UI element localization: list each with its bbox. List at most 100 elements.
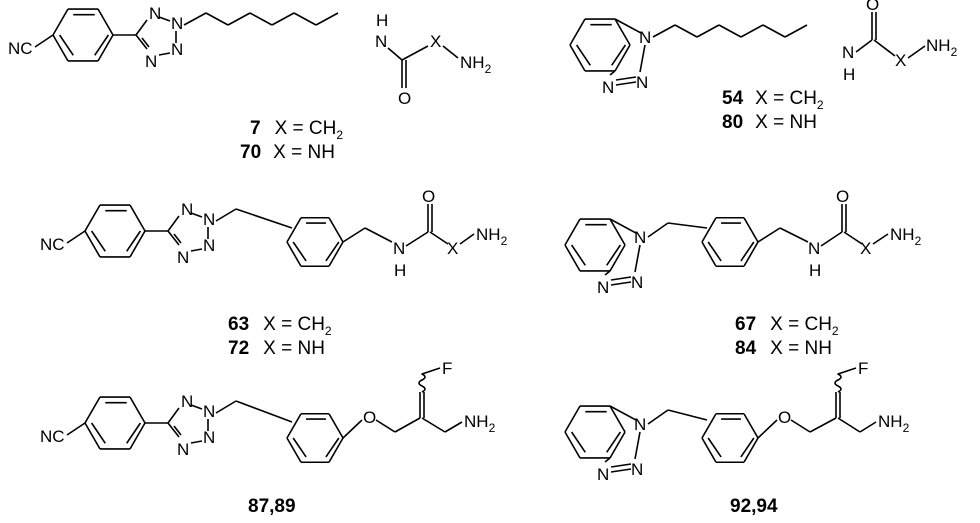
- atom-label: N: [203, 236, 215, 255]
- svg-text:63X = CH2: 63X = CH2: [228, 314, 332, 338]
- bond: [740, 24, 764, 38]
- bond: [809, 417, 837, 433]
- atom-label: N: [639, 28, 651, 47]
- bond: [564, 431, 581, 459]
- bond: [135, 19, 148, 36]
- bond: [292, 437, 307, 458]
- bond: [286, 217, 302, 243]
- svg-text:80X = NH: 80X = NH: [722, 112, 817, 133]
- bond: [235, 208, 293, 229]
- bond: [94, 34, 110, 56]
- bond: [167, 215, 180, 232]
- bond: [614, 44, 631, 72]
- atom-label: H: [843, 65, 855, 84]
- bond: [90, 422, 106, 444]
- bond: [718, 24, 742, 38]
- bond: [604, 270, 611, 276]
- bond: [292, 241, 307, 262]
- bond: [387, 47, 403, 61]
- atom-label: O: [363, 408, 376, 427]
- svg-text:84X = NH: 84X = NH: [735, 338, 832, 359]
- bond: [652, 24, 676, 38]
- bond: [167, 407, 180, 424]
- bond: [126, 230, 142, 252]
- bond: [421, 417, 446, 433]
- bond: [328, 241, 344, 267]
- svg-text:72X = NH: 72X = NH: [228, 338, 325, 359]
- bond: [611, 44, 627, 66]
- bond: [58, 34, 74, 56]
- bond: [701, 241, 717, 267]
- bond: [66, 422, 86, 436]
- atom-label: NC: [40, 235, 65, 254]
- bond: [855, 39, 873, 53]
- bond: [696, 24, 720, 38]
- atom-label: N: [177, 440, 189, 459]
- atom-label: NH2: [890, 225, 922, 248]
- bond: [609, 218, 637, 234]
- bond: [90, 230, 106, 252]
- bond: [701, 413, 717, 439]
- bond: [570, 244, 586, 266]
- bond: [190, 404, 203, 410]
- atom-label: H: [394, 261, 406, 280]
- bond: [707, 241, 722, 262]
- atom-label: X: [430, 32, 441, 51]
- svg-text:54X = CH2: 54X = CH2: [722, 88, 824, 112]
- atom-label: N: [808, 239, 820, 258]
- bond: [743, 217, 759, 243]
- bond: [328, 413, 344, 439]
- bond: [129, 230, 146, 258]
- bond: [610, 281, 632, 286]
- bond: [52, 34, 69, 62]
- bond: [173, 425, 182, 436]
- svg-text:87,89: 87,89: [248, 496, 296, 517]
- bond: [859, 421, 877, 433]
- bond: [375, 419, 396, 433]
- bond: [249, 12, 273, 26]
- bond: [286, 413, 302, 439]
- atom-label: N: [171, 40, 183, 59]
- atom-label: N: [393, 239, 405, 258]
- bond: [328, 217, 344, 243]
- atom-label: NH2: [460, 53, 492, 76]
- bond: [364, 227, 393, 243]
- bond: [707, 437, 722, 458]
- bond: [610, 468, 632, 473]
- bond: [135, 34, 148, 50]
- atom-label: O: [422, 187, 435, 206]
- bond: [701, 437, 717, 463]
- bond: [84, 230, 101, 258]
- bond: [84, 396, 101, 424]
- bond: [740, 241, 755, 262]
- bond: [606, 244, 622, 266]
- bond: [66, 230, 86, 244]
- bond: [615, 81, 637, 86]
- atom-label: N: [203, 428, 215, 447]
- bond: [837, 417, 861, 433]
- atom-label: N: [631, 273, 643, 292]
- bond: [647, 222, 669, 238]
- atom-label: N: [842, 43, 854, 62]
- svg-text:92,94: 92,94: [730, 496, 778, 517]
- bond: [872, 233, 889, 245]
- bond: [444, 421, 463, 433]
- atom-label: O: [866, 0, 879, 14]
- atom-label: N: [203, 210, 215, 229]
- bond: [609, 405, 626, 433]
- bond: [401, 45, 429, 61]
- bond: [190, 440, 203, 444]
- bond: [634, 431, 641, 460]
- atom-label: N: [145, 52, 157, 71]
- bond: [286, 241, 302, 267]
- bond: [97, 8, 114, 36]
- atom-label: N: [597, 465, 609, 484]
- atom-label: NC: [40, 427, 65, 446]
- bond: [701, 217, 717, 243]
- bond: [342, 227, 366, 243]
- bond: [569, 18, 586, 46]
- bond: [790, 419, 811, 433]
- bond: [667, 409, 708, 421]
